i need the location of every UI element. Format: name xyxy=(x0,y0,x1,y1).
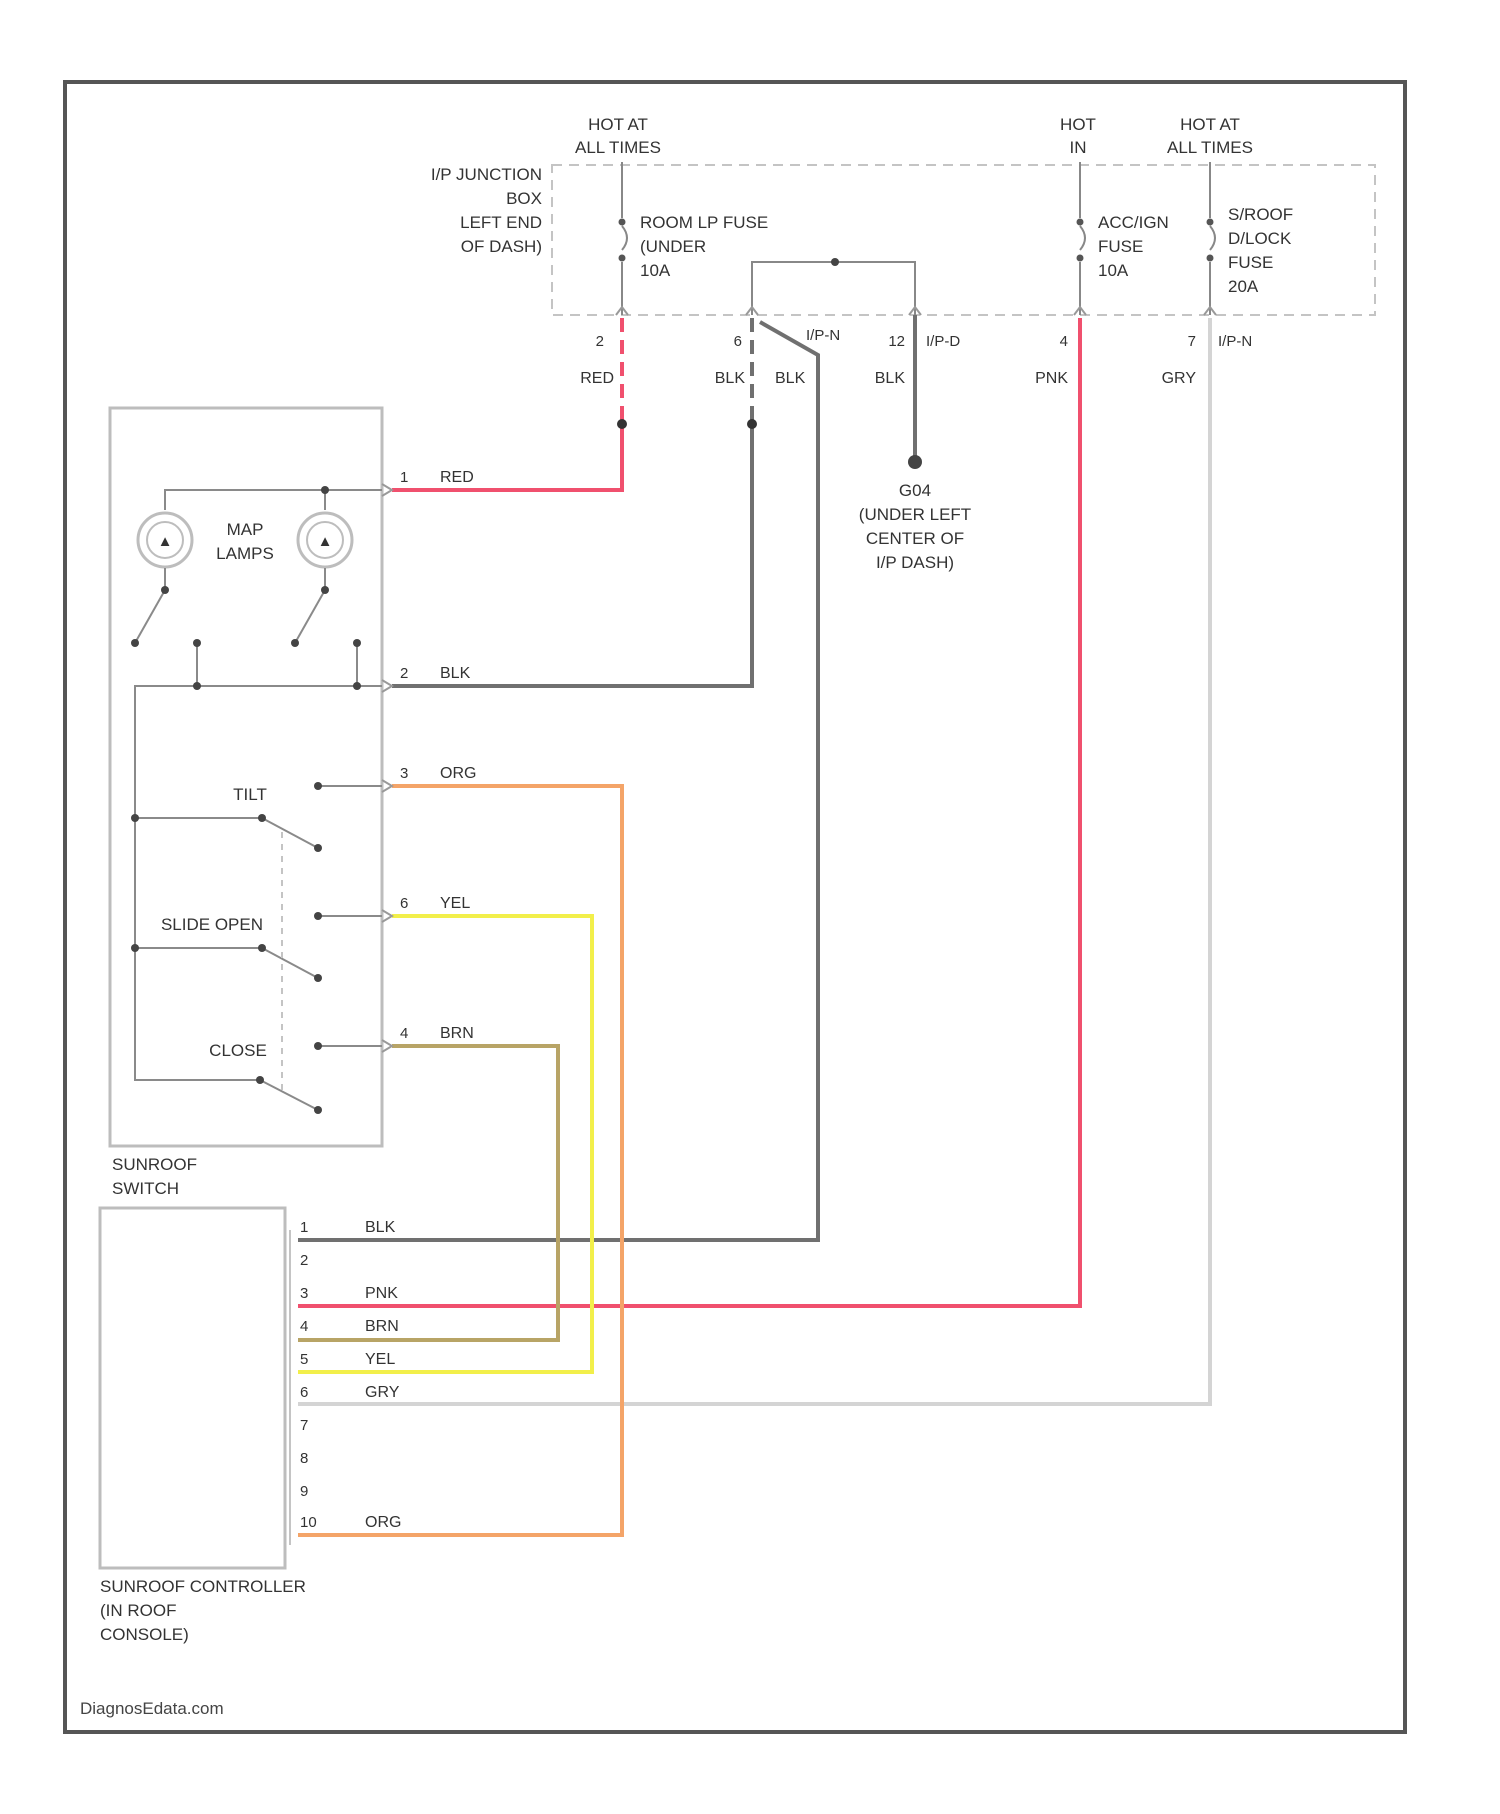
tilt-label: TILT xyxy=(233,785,267,804)
fuse-sunroof-label-2: D/LOCK xyxy=(1228,229,1292,248)
hot-label-3-line2: ALL TIMES xyxy=(1167,138,1253,157)
ground-label-3: CENTER OF xyxy=(866,529,964,548)
fuse-room-lp xyxy=(619,162,628,315)
ground-label-4: I/P DASH) xyxy=(876,553,954,572)
fuse-acc-label-3: 10A xyxy=(1098,261,1129,280)
controller-pin-10: 10 xyxy=(300,1514,317,1531)
fuse-sunroof-label-4: 20A xyxy=(1228,277,1259,296)
sunroof-switch-name-2: SWITCH xyxy=(112,1179,179,1198)
mode-switches xyxy=(260,786,382,1110)
ground-label-1: G04 xyxy=(899,481,931,500)
fuse-room-label-3: 10A xyxy=(640,261,671,280)
hot-label-2-line1: HOT xyxy=(1060,115,1096,134)
footer-source: DiagnosEdata.com xyxy=(80,1699,224,1718)
junction-box-label-2: BOX xyxy=(506,189,542,208)
wire-brn xyxy=(298,1046,558,1340)
switch-pin-6-wire: YEL xyxy=(440,895,470,912)
wire-label-blk-top-3: BLK xyxy=(875,370,906,387)
controller-pin-10-wire: ORG xyxy=(365,1514,401,1531)
controller-pin-5-wire: YEL xyxy=(365,1351,395,1368)
wire-yel xyxy=(298,916,592,1372)
hot-label-1-line1: HOT AT xyxy=(588,115,648,134)
jb-pin-6-conn: I/P-N xyxy=(806,327,840,344)
fuse-acc-label-2: FUSE xyxy=(1098,237,1143,256)
jb-pin-2: 2 xyxy=(596,333,604,350)
fuse-acc-ign xyxy=(1077,162,1086,315)
jb-pin-6: 6 xyxy=(734,333,742,350)
map-lamps-label-2: LAMPS xyxy=(216,544,274,563)
wire-label-gry-top: GRY xyxy=(1162,370,1197,387)
wire-blk-splice xyxy=(747,419,757,429)
switch-pin-3-wire: ORG xyxy=(440,765,476,782)
switch-pin-2: 2 xyxy=(400,665,408,682)
controller-pin-2: 2 xyxy=(300,1252,308,1269)
ground-g04-symbol xyxy=(908,455,922,469)
diagram-frame xyxy=(65,82,1405,1732)
wire-red-splice xyxy=(617,419,627,429)
junction-box-label-1: I/P JUNCTION xyxy=(431,165,542,184)
ground-label-2: (UNDER LEFT xyxy=(859,505,971,524)
map-lamps-label-1: MAP xyxy=(227,520,264,539)
switch-pin-6: 6 xyxy=(400,895,408,912)
wire-label-blk-top-2: BLK xyxy=(775,370,806,387)
junction-bus-splice xyxy=(831,258,839,266)
wire-label-pnk-top: PNK xyxy=(1035,370,1068,387)
jb-pin-7: 7 xyxy=(1188,333,1196,350)
switch-pin-1: 1 xyxy=(400,469,408,486)
controller-pin-3: 3 xyxy=(300,1285,308,1302)
jb-pin-4: 4 xyxy=(1060,333,1068,350)
slide-open-label: SLIDE OPEN xyxy=(161,915,263,934)
controller-name-1: SUNROOF CONTROLLER xyxy=(100,1577,306,1596)
close-label: CLOSE xyxy=(209,1041,267,1060)
junction-ground-bus xyxy=(752,262,915,315)
controller-pins: 1 BLK 2 3 PNK 4 BRN 5 YEL 6 GRY 7 8 9 10… xyxy=(300,1219,401,1531)
lamp-symbol-left: ▲ xyxy=(158,533,173,550)
controller-pin-1-wire: BLK xyxy=(365,1219,396,1236)
switch-pin-4: 4 xyxy=(400,1025,408,1042)
controller-pin-4: 4 xyxy=(300,1318,308,1335)
controller-pin-4-wire: BRN xyxy=(365,1318,399,1335)
fuse-sunroof xyxy=(1207,162,1216,315)
sunroof-switch-name-1: SUNROOF xyxy=(112,1155,197,1174)
controller-pin-1: 1 xyxy=(300,1219,308,1236)
controller-pin-5: 5 xyxy=(300,1351,308,1368)
fuse-room-label-2: (UNDER xyxy=(640,237,706,256)
sunroof-controller-box xyxy=(100,1208,285,1568)
hot-label-3-line1: HOT AT xyxy=(1180,115,1240,134)
wire-blk-switch xyxy=(392,420,752,686)
switch-pin-1-wire: RED xyxy=(440,469,474,486)
controller-pin-3-wire: PNK xyxy=(365,1285,398,1302)
switch-pin-2-wire: BLK xyxy=(440,665,471,682)
fuse-acc-label-1: ACC/IGN xyxy=(1098,213,1169,232)
junction-box-label-3: LEFT END xyxy=(460,213,542,232)
controller-name-2: (IN ROOF xyxy=(100,1601,177,1620)
wire-red xyxy=(392,420,622,490)
fuse-sunroof-label-3: FUSE xyxy=(1228,253,1273,272)
switch-pin-4-wire: BRN xyxy=(440,1025,474,1042)
controller-pin-9: 9 xyxy=(300,1483,308,1500)
hot-label-1-line2: ALL TIMES xyxy=(575,138,661,157)
jb-pin-12-conn: I/P-D xyxy=(926,333,960,350)
controller-pin-6: 6 xyxy=(300,1384,308,1401)
lamp-symbol-right: ▲ xyxy=(318,533,333,550)
fuse-room-label-1: ROOM LP FUSE xyxy=(640,213,768,232)
controller-pin-6-wire: GRY xyxy=(365,1384,400,1401)
controller-name-3: CONSOLE) xyxy=(100,1625,189,1644)
jb-pin-7-conn: I/P-N xyxy=(1218,333,1252,350)
wire-label-red-top: RED xyxy=(580,370,614,387)
switch-pin-3: 3 xyxy=(400,765,408,782)
hot-label-2-line2: IN xyxy=(1070,138,1087,157)
junction-box-label-4: OF DASH) xyxy=(461,237,542,256)
jb-pin-12: 12 xyxy=(888,333,905,350)
fuse-sunroof-label-1: S/ROOF xyxy=(1228,205,1293,224)
wire-label-blk-top-1: BLK xyxy=(715,370,746,387)
wire-pnk xyxy=(298,318,1080,1306)
controller-pin-8: 8 xyxy=(300,1450,308,1467)
controller-pin-7: 7 xyxy=(300,1417,308,1434)
